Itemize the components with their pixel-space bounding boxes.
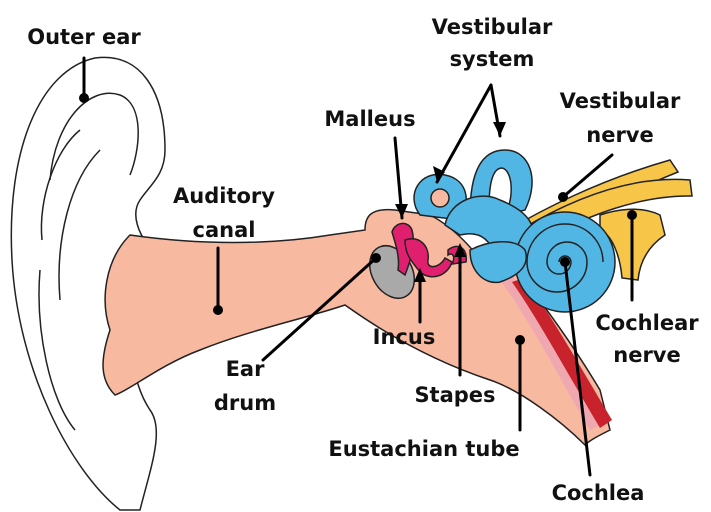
label-outer-ear: Outer ear bbox=[27, 25, 141, 49]
label-cochlear-nerve-line2: nerve bbox=[613, 343, 680, 367]
label-auditory-canal-line1: Auditory bbox=[173, 184, 275, 208]
label-ear-drum-line1: Ear bbox=[226, 357, 266, 381]
label-vestibular-nerve-line2: nerve bbox=[586, 123, 653, 147]
label-vestibular-system-line1: Vestibular bbox=[432, 15, 553, 39]
label-vestibular-nerve-line1: Vestibular bbox=[560, 89, 681, 113]
label-vestibular-system-line2: system bbox=[450, 47, 535, 71]
label-eustachian-tube: Eustachian tube bbox=[328, 437, 519, 461]
label-cochlea: Cochlea bbox=[552, 481, 645, 505]
label-auditory-canal-line2: canal bbox=[193, 218, 256, 242]
label-ear-drum-line2: drum bbox=[214, 391, 276, 415]
label-cochlear-nerve-line1: Cochlear bbox=[595, 311, 699, 335]
label-incus: Incus bbox=[373, 325, 436, 349]
label-stapes: Stapes bbox=[414, 383, 495, 407]
label-malleus: Malleus bbox=[324, 107, 415, 131]
